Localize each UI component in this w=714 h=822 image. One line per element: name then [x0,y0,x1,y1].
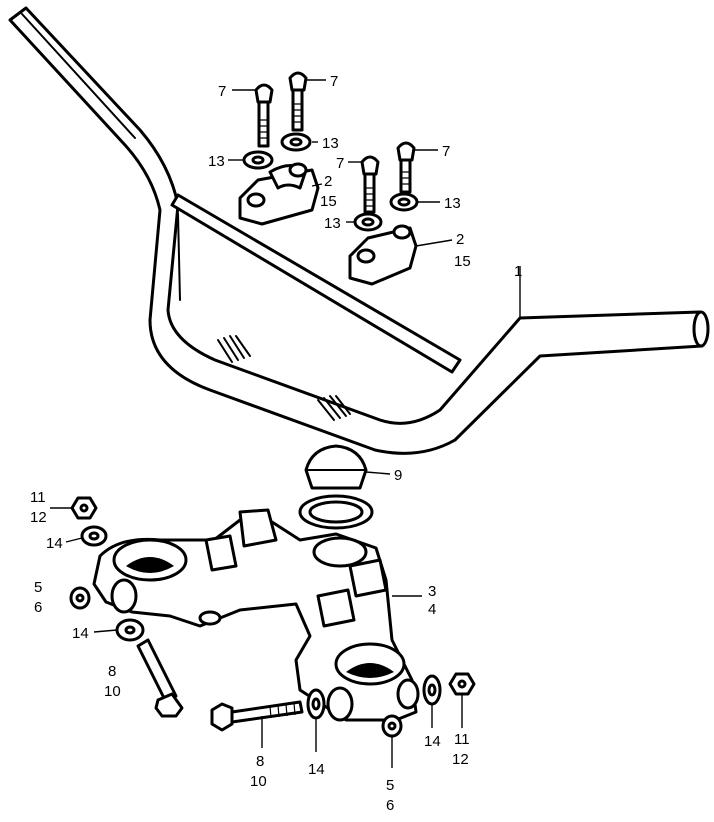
collar-right [381,714,403,738]
upper-holder-right [348,224,418,286]
callout-collar-right-2: 6 [386,797,394,814]
callout-washer-14-a: 14 [46,535,63,552]
stem-nut [304,444,368,490]
callout-handlebar: 1 [514,263,522,280]
collar-left [69,586,91,610]
callout-washer-c: 13 [324,215,341,232]
callout-nut-right-1: 11 [454,731,470,748]
callout-bolt-left-1: 8 [108,663,116,680]
callout-bolt-left-2: 10 [104,683,121,700]
callout-bolt-c: 7 [336,155,344,172]
callout-nut-right-2: 12 [452,751,469,768]
washer-13-d [389,192,419,212]
callout-bolt-bottom-1: 8 [256,753,264,770]
callout-washer-a: 13 [208,153,225,170]
bolt-7-b [288,71,308,132]
callout-collar-right-1: 5 [386,777,394,794]
bolt-8-left [136,638,184,718]
callout-upper-holder-left-2: 15 [320,193,337,210]
nut-left [70,496,98,520]
callout-upper-holder-left-1: 2 [324,173,332,190]
washer-13-c [353,212,383,232]
washer-13-a [242,150,274,170]
callout-top-bridge-2: 4 [428,601,436,618]
callout-labels: 1 7 7 7 7 13 13 13 13 2 15 2 15 9 3 4 11… [30,73,522,814]
knurl-left [217,335,251,363]
callout-bolt-bottom-2: 10 [250,773,267,790]
washer-14-d [422,674,442,706]
top-bridge [92,508,420,722]
bolt-7-a [254,83,274,148]
nut-right [448,672,476,696]
handlebar [8,6,710,455]
washer-14-c [306,688,326,720]
callout-nut-left-2: 12 [30,509,47,526]
bolt-8-bottom [210,700,304,732]
callout-collar-left-2: 6 [34,599,42,616]
leader-lines [50,79,521,768]
callout-top-bridge-1: 3 [428,583,436,600]
callout-bolt-d: 7 [442,143,450,160]
callout-stem-nut: 9 [394,467,402,484]
callout-washer-14-b: 14 [72,625,89,642]
washer-13-b [280,132,312,152]
stem-washer [298,494,374,530]
callout-washer-14-d: 14 [424,733,441,750]
bolt-7-c [360,155,380,214]
callout-washer-14-c: 14 [308,761,325,778]
callout-bolt-b: 7 [330,73,338,90]
callout-upper-holder-right-1: 2 [456,231,464,248]
callout-collar-left-1: 5 [34,579,42,596]
callout-nut-left-1: 11 [30,489,46,506]
knurl-right [317,395,351,421]
upper-holder-left [238,162,320,226]
washer-14-a [80,525,108,547]
washer-14-b [115,618,145,642]
callout-washer-b: 13 [322,135,339,152]
bolt-7-d [396,141,416,194]
callout-bolt-a: 7 [218,83,226,100]
callout-washer-d: 13 [444,195,461,212]
callout-upper-holder-right-2: 15 [454,253,471,270]
